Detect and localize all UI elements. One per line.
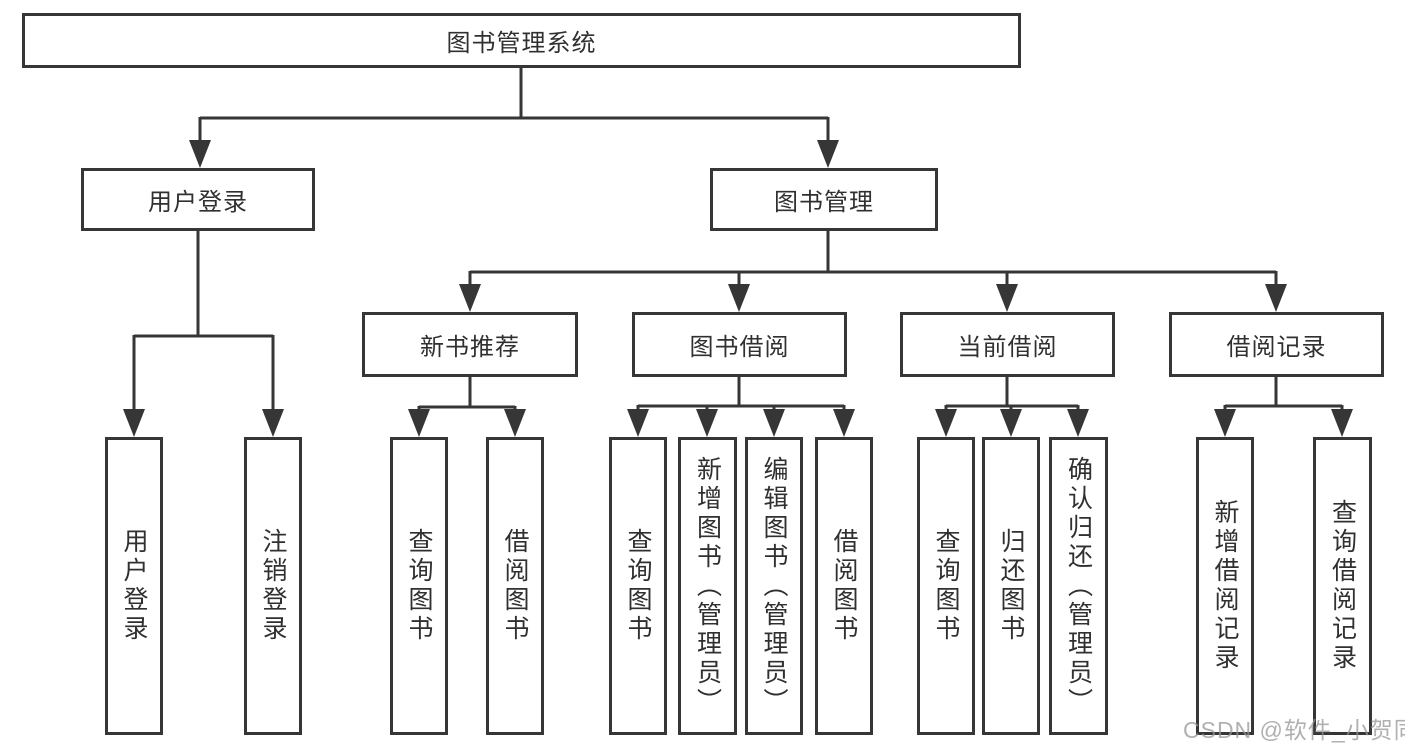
leaf-borrow-book-recommend: 借阅图书 [486,437,544,735]
leaf-add-book-admin: 新增图书（管理员） [678,437,737,735]
csdn-watermark: CSDN @软件_小贺同学 [1183,717,1405,743]
leaf-user-login: 用户登录 [105,437,163,735]
leaf-logout: 注销登录 [244,437,302,735]
leaf-return-book: 归还图书 [982,437,1040,735]
node-book-borrow: 图书借阅 [632,312,847,377]
node-new-book-recommend: 新书推荐 [362,312,578,377]
leaf-query-book-borrow: 查询图书 [609,437,667,735]
node-user-login: 用户登录 [81,168,315,231]
leaf-query-book-current: 查询图书 [917,437,975,735]
node-current-borrow: 当前借阅 [900,312,1115,377]
leaf-edit-book-admin: 编辑图书（管理员） [745,437,803,735]
leaf-add-borrow-record: 新增借阅记录 [1196,437,1254,735]
leaf-query-borrow-record: 查询借阅记录 [1313,437,1372,735]
node-borrow-record: 借阅记录 [1169,312,1384,377]
node-library-management-system: 图书管理系统 [22,13,1021,68]
leaf-query-book-recommend: 查询图书 [390,437,448,735]
node-book-management: 图书管理 [710,168,938,231]
leaf-confirm-return-admin: 确认归还（管理员） [1049,437,1108,735]
leaf-borrow-book: 借阅图书 [815,437,873,735]
arrowhead-icons [123,140,1353,437]
